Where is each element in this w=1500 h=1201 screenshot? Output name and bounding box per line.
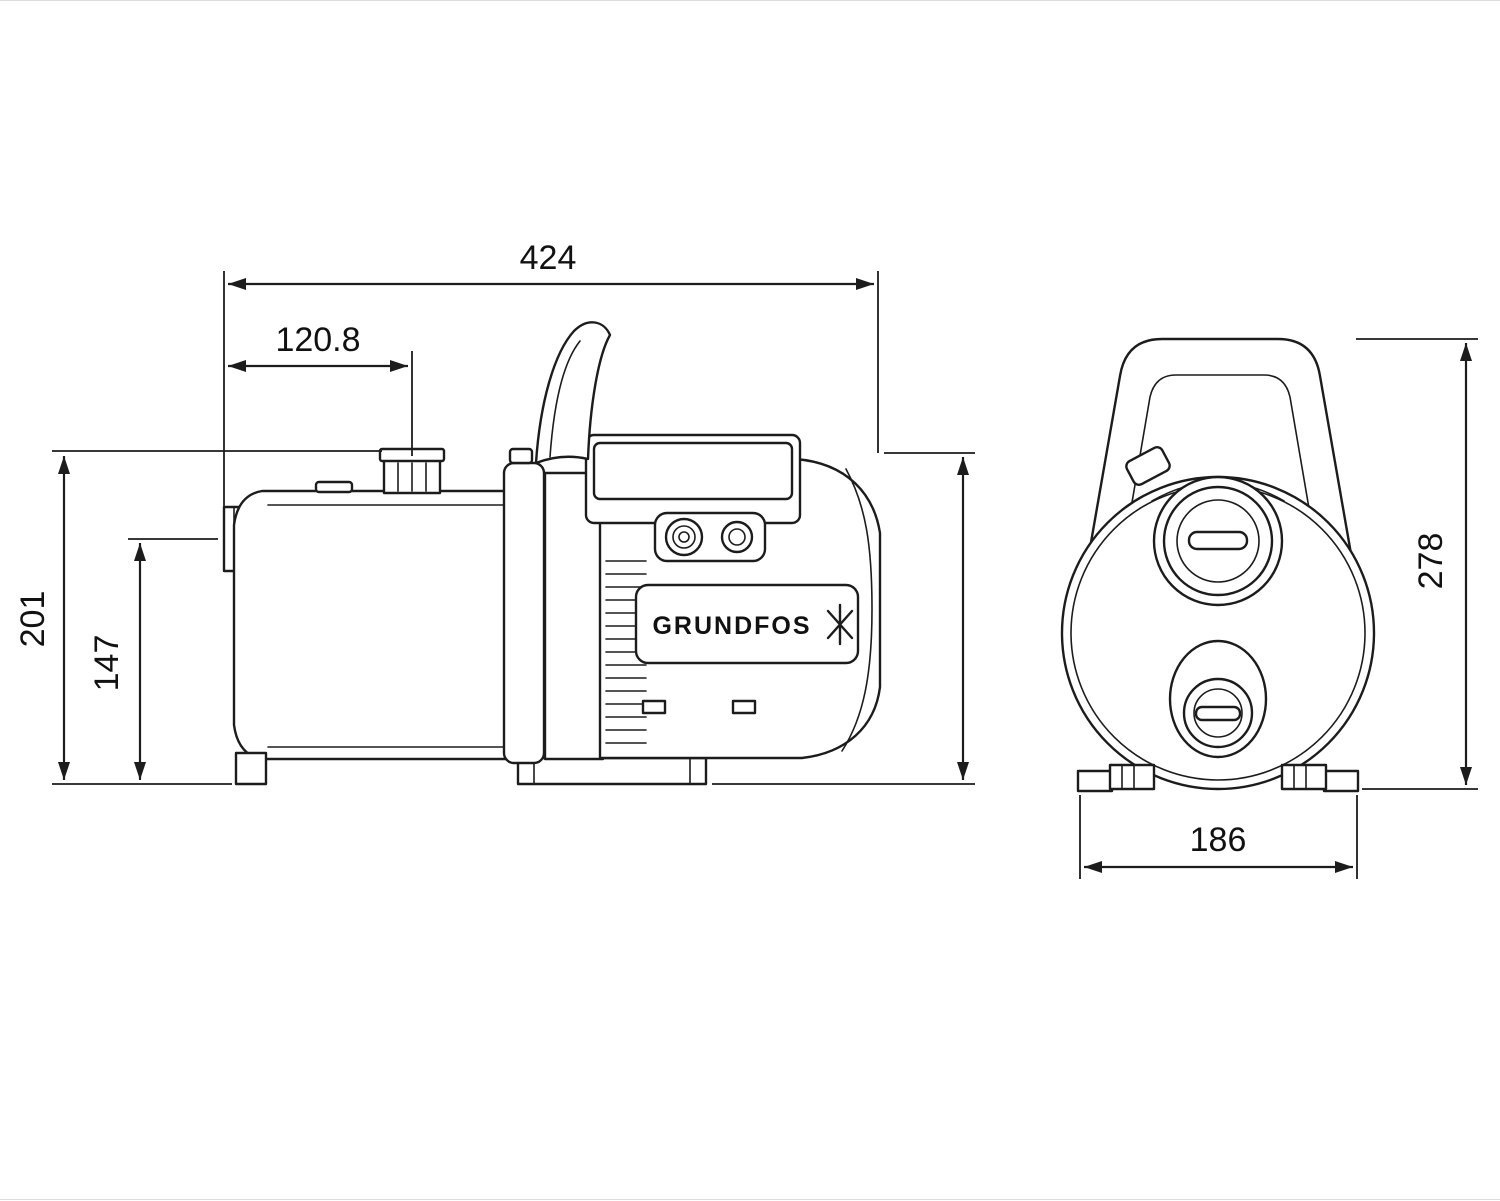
carrying-handle-front <box>1084 337 1356 573</box>
dimension-overall-height: 201 <box>14 450 382 785</box>
drain-plug-front <box>1168 639 1268 759</box>
priming-plug-slot <box>1187 530 1249 551</box>
front-view <box>1060 337 1376 793</box>
front-foot <box>234 751 268 786</box>
pump-body-front <box>1060 475 1376 791</box>
grundfos-logo-mark-icon <box>826 603 854 646</box>
svg-text:278: 278 <box>1412 533 1450 590</box>
terminal-box <box>584 433 802 525</box>
vent-slot-right <box>731 699 757 715</box>
cable-glands <box>653 511 767 563</box>
dimension-front-width: 186 <box>1079 795 1358 879</box>
motor: GRUNDFOS <box>584 433 882 760</box>
dimension-front-height: 278 <box>1356 338 1478 790</box>
side-height-dimension-line-right <box>712 452 975 785</box>
svg-text:424: 424 <box>520 239 577 277</box>
foot-tab-right <box>1322 769 1360 793</box>
front-feet <box>1076 763 1360 793</box>
dimension-discharge-offset: 120.8 <box>228 321 413 456</box>
brand-label: GRUNDFOS <box>652 612 811 640</box>
dimension-annotations: 424 120.8 201 147 <box>14 239 1478 879</box>
nameplate: GRUNDFOS <box>634 583 860 665</box>
svg-text:186: 186 <box>1190 821 1247 859</box>
dimension-overall-length: 424 <box>223 239 879 509</box>
svg-text:147: 147 <box>88 635 126 692</box>
vent-slot-left <box>641 699 667 715</box>
fan-cover-seam <box>841 468 873 752</box>
drain-plug-slot <box>1194 705 1242 722</box>
pump-housing <box>232 480 514 786</box>
priming-plug-side <box>314 480 354 494</box>
latch-clip <box>1125 446 1171 486</box>
clamp-bolt <box>508 447 534 465</box>
dimension-suction-height: 147 <box>88 538 218 780</box>
clamp-ring <box>502 447 546 765</box>
motor-foot <box>516 756 708 786</box>
svg-text:201: 201 <box>14 591 52 648</box>
side-view: GRUNDFOS <box>222 321 882 786</box>
foot-tab-left <box>1076 769 1114 793</box>
svg-text:120.8: 120.8 <box>275 321 360 359</box>
carrying-handle-side <box>534 321 612 465</box>
priming-plug-front <box>1152 475 1284 607</box>
